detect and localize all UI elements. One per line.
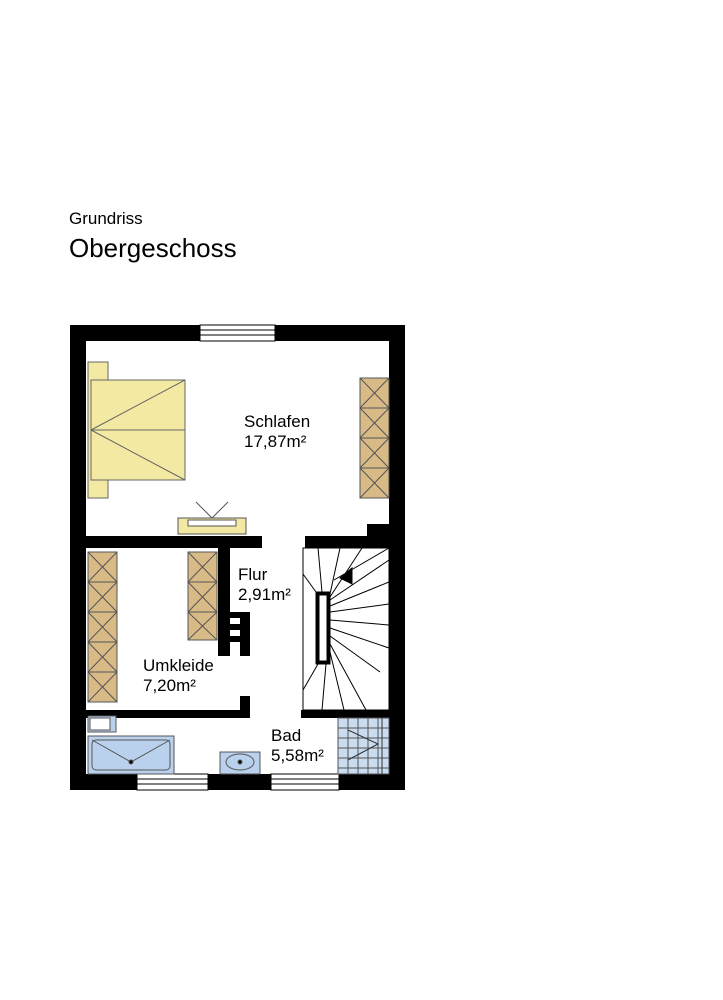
room-label-schlafen: Schlafen 17,87m²: [244, 412, 310, 452]
wardrobe-schlafen: [359, 377, 390, 499]
room-area: 5,58m²: [271, 746, 324, 765]
window-bottom-left: [136, 773, 209, 791]
toilet: [87, 715, 117, 733]
room-label-flur: Flur 2,91m²: [238, 565, 291, 605]
outer-walls: [70, 325, 405, 790]
wardrobe-umkleide-left: [87, 551, 118, 703]
room-area: 2,91m²: [238, 585, 291, 604]
shower: [337, 717, 390, 775]
window-bottom-right: [270, 773, 340, 791]
bathtub: [87, 735, 175, 775]
window-top: [199, 324, 276, 342]
room-name: Flur: [238, 565, 268, 584]
washbasin: [219, 751, 261, 775]
tv-stand: [177, 501, 247, 535]
room-name: Schlafen: [244, 412, 311, 431]
room-label-umkleide: Umkleide 7,20m²: [143, 656, 214, 696]
inner-walls: [86, 524, 389, 718]
plan-title: Obergeschoss: [69, 233, 237, 263]
room-label-bad: Bad 5,58m²: [271, 726, 324, 766]
wardrobe-umkleide-middle: [187, 551, 218, 641]
bed: [87, 361, 186, 499]
plan-subtitle: Grundriss: [69, 209, 143, 228]
room-area: 17,87m²: [244, 432, 307, 451]
room-name: Umkleide: [143, 656, 214, 675]
room-area: 7,20m²: [143, 676, 196, 695]
staircase: [302, 547, 390, 711]
room-name: Bad: [271, 726, 302, 745]
